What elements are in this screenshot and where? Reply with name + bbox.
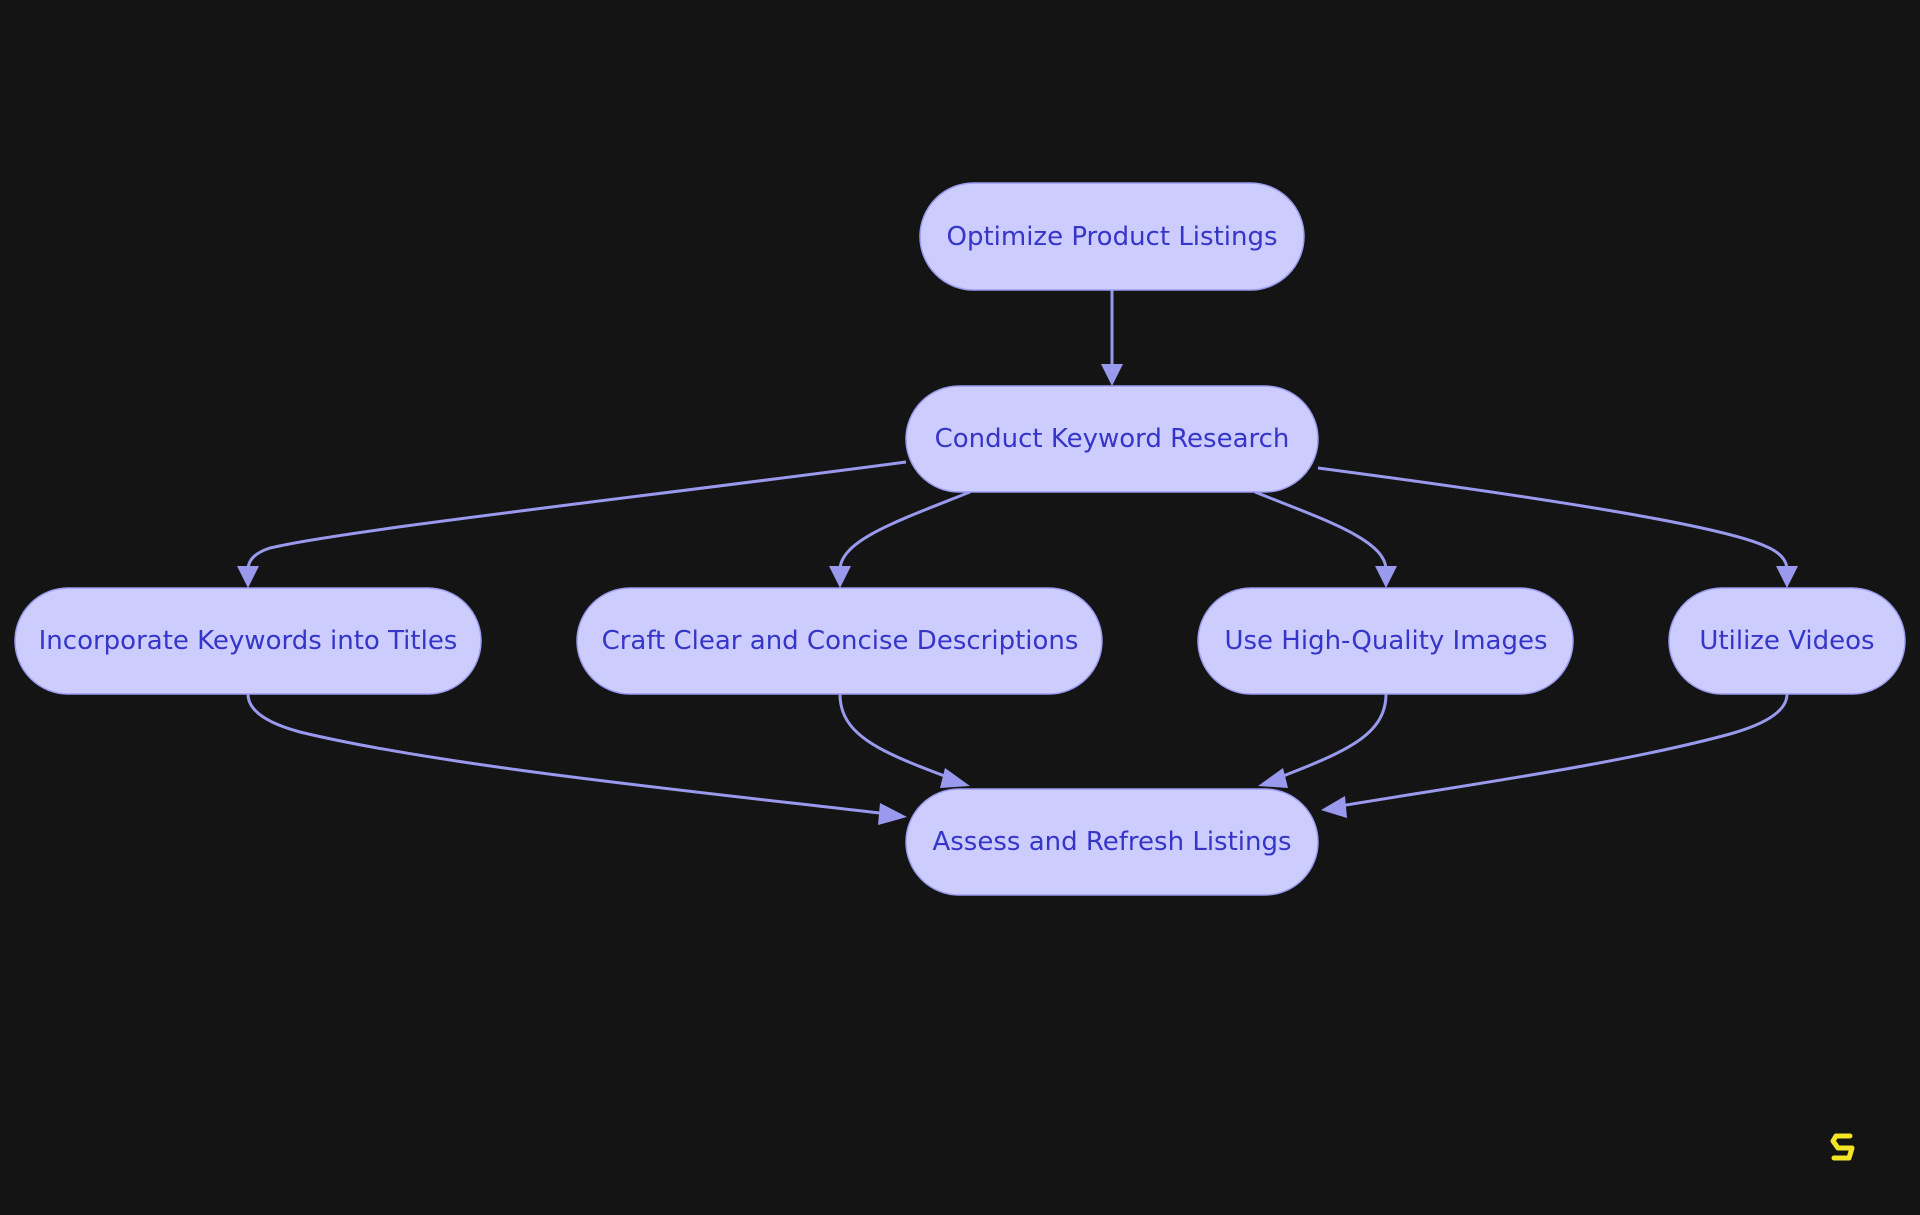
arrowhead-icon (1375, 566, 1397, 588)
arrowhead-icon (940, 768, 970, 788)
node-shape (905, 385, 1319, 493)
node-shape (919, 182, 1305, 291)
node-label: Craft Clear and Concise Descriptions (602, 626, 1079, 656)
edge-research-to-videos (1317, 466, 1789, 571)
arrowhead-icon (1258, 768, 1288, 788)
arrowhead-icon (1321, 796, 1347, 818)
node-shape (1197, 587, 1574, 695)
node-shape (1668, 587, 1906, 695)
edge-descriptions-to-assess (838, 693, 951, 780)
edge-images-to-assess (1277, 693, 1388, 780)
edge-research-to-titles (246, 460, 907, 571)
edge-research-to-images (1254, 490, 1388, 571)
node-label: Conduct Keyword Research (935, 424, 1290, 454)
edge-videos-to-assess (1339, 693, 1789, 808)
node-label: Assess and Refresh Listings (932, 827, 1291, 857)
arrowhead-icon (878, 803, 907, 825)
node-label: Optimize Product Listings (946, 222, 1277, 252)
node-conduct-keyword-research[interactable]: Conduct Keyword Research (905, 385, 1319, 493)
arrowhead-icon (1101, 364, 1123, 386)
node-shape (14, 587, 482, 695)
node-label: Use High-Quality Images (1224, 626, 1547, 656)
node-shape (905, 788, 1319, 896)
node-label: Incorporate Keywords into Titles (39, 626, 458, 656)
node-use-high-quality-images[interactable]: Use High-Quality Images (1197, 587, 1574, 695)
arrowhead-icon (829, 566, 851, 588)
node-optimize-product-listings[interactable]: Optimize Product Listings (919, 182, 1305, 291)
arrowhead-icon (237, 566, 259, 588)
edges-layer (237, 290, 1798, 825)
node-craft-clear-and-concise-descriptions[interactable]: Craft Clear and Concise Descriptions (576, 587, 1103, 695)
node-incorporate-keywords-into-titles[interactable]: Incorporate Keywords into Titles (14, 587, 482, 695)
node-shape (576, 587, 1103, 695)
node-label: Utilize Videos (1699, 626, 1874, 656)
nodes-layer: Optimize Product Listings Conduct Keywor… (14, 182, 1906, 896)
arrowhead-icon (1776, 566, 1798, 588)
node-utilize-videos[interactable]: Utilize Videos (1668, 587, 1906, 695)
edge-titles-to-assess (246, 693, 889, 816)
node-assess-and-refresh-listings[interactable]: Assess and Refresh Listings (905, 788, 1319, 896)
brand-logo-icon (1830, 1133, 1855, 1161)
edge-research-to-descriptions (838, 490, 971, 571)
